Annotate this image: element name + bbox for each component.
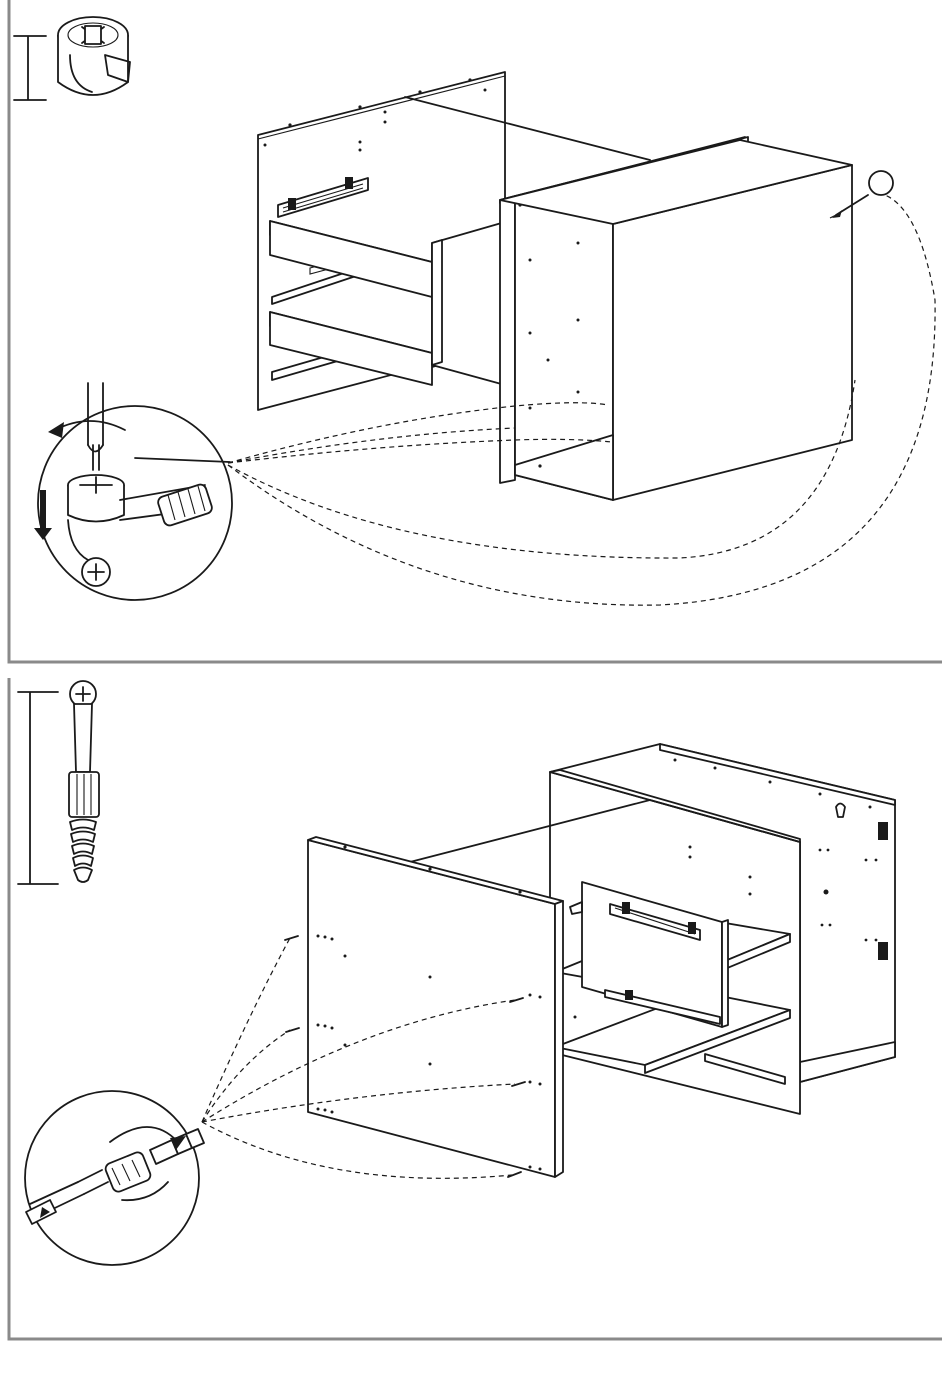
hardware-size-bracket xyxy=(14,36,46,100)
screwdriver-tighten-cam-icon xyxy=(34,383,232,600)
cam-lock-nut-icon xyxy=(58,17,130,95)
cam-bolt-dowel-icon xyxy=(69,681,99,882)
hinge-plate-lower xyxy=(878,942,888,960)
front-panel xyxy=(308,837,563,1177)
step-panel-cam-bolt xyxy=(0,672,950,1378)
screwdriver-insert-bolt-icon xyxy=(25,1091,204,1265)
hinge-plate-upper xyxy=(878,822,888,840)
step-illustration-cam-bolt xyxy=(0,672,950,1378)
step-illustration-cam-lock xyxy=(0,0,950,670)
hardware-size-bracket xyxy=(18,692,58,884)
center-divider xyxy=(432,222,505,385)
step-panel-cam-lock xyxy=(0,0,950,670)
